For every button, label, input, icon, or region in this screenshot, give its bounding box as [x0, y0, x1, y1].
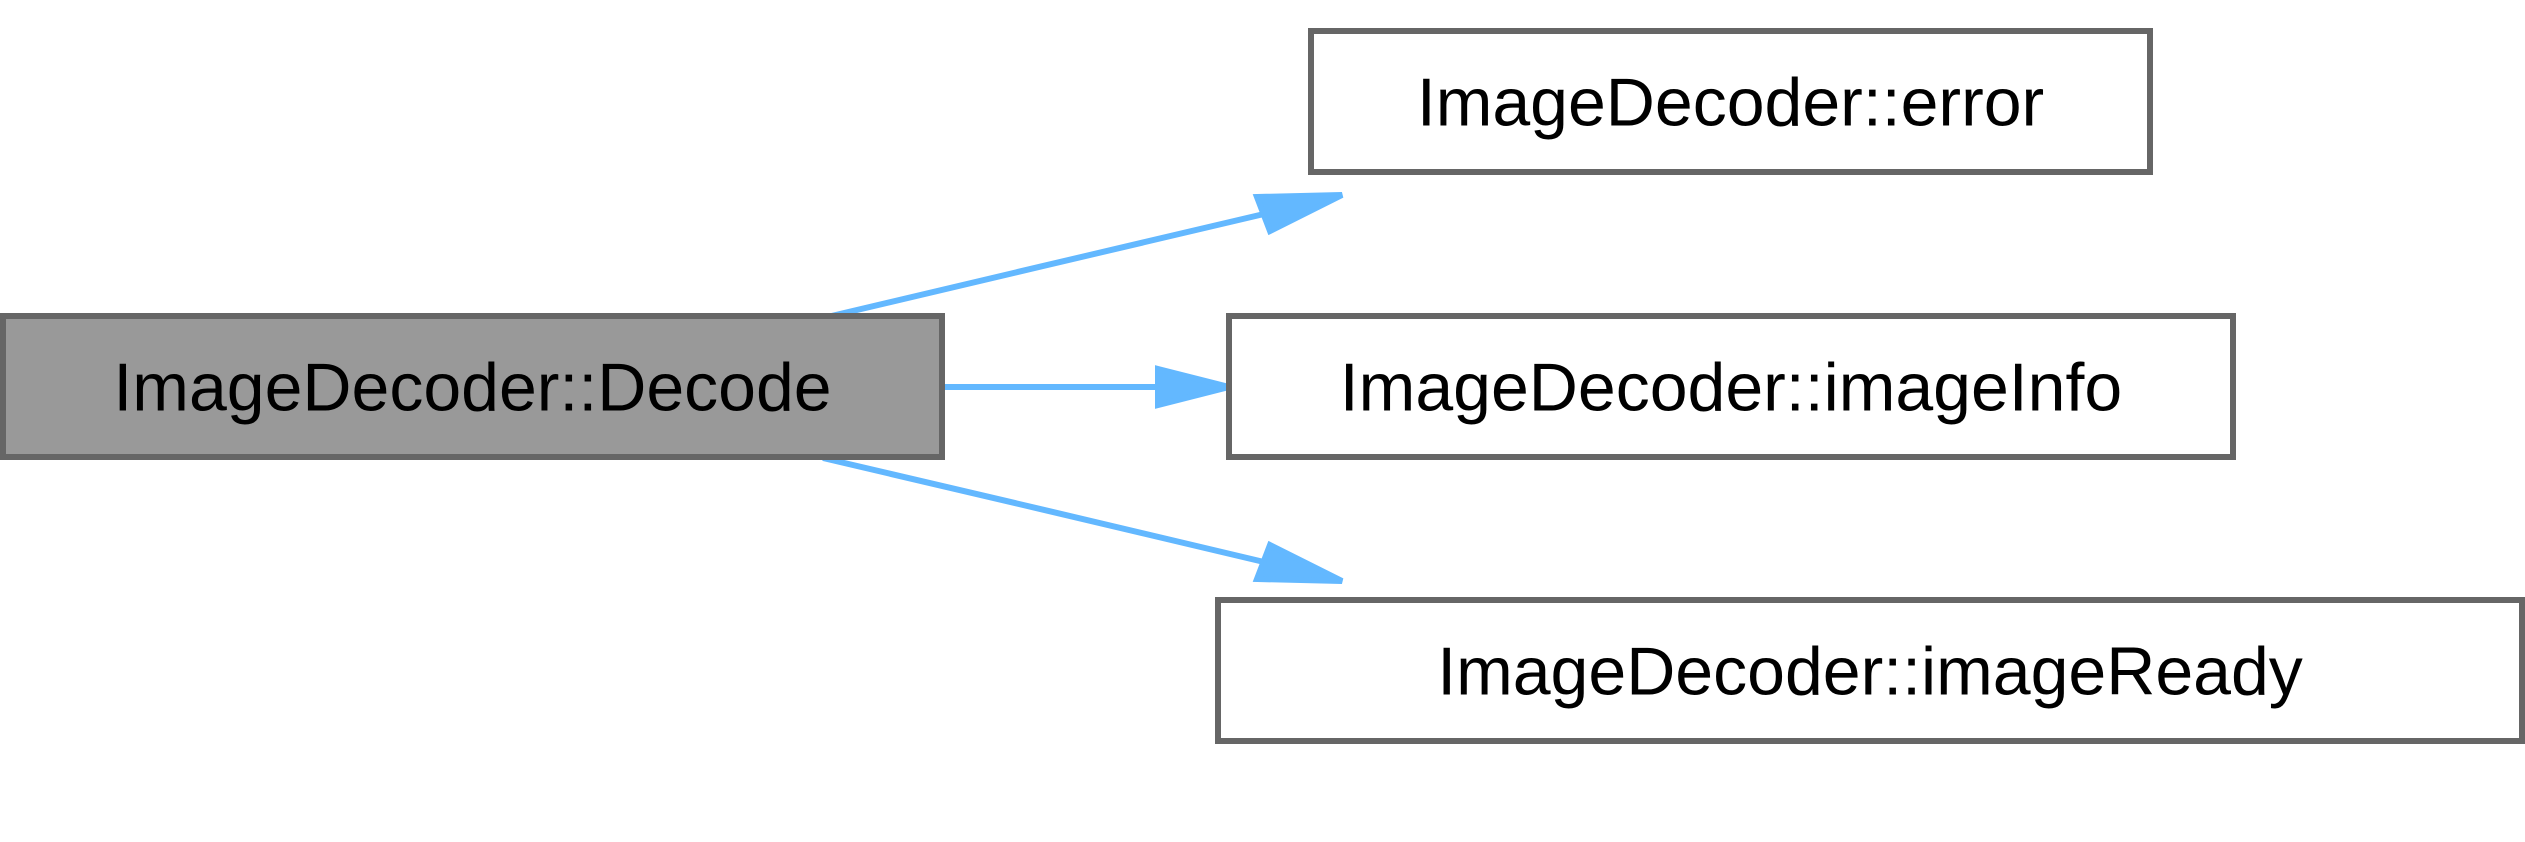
node-error[interactable]: ImageDecoder::error [1308, 28, 2153, 175]
node-imageready[interactable]: ImageDecoder::imageReady [1215, 597, 2525, 744]
node-decode-label: ImageDecoder::Decode [113, 350, 831, 426]
node-imageinfo[interactable]: ImageDecoder::imageInfo [1226, 313, 2236, 460]
node-imageready-label[interactable]: ImageDecoder::imageReady [1437, 634, 2303, 710]
edge-decode-to-imageready [822, 455, 1344, 584]
edge-decode-to-error [822, 192, 1344, 321]
edge-decode-to-imageinfo [942, 365, 1230, 409]
node-error-label[interactable]: ImageDecoder::error [1417, 65, 2044, 141]
node-imageinfo-label[interactable]: ImageDecoder::imageInfo [1340, 350, 2122, 426]
node-decode: ImageDecoder::Decode [0, 313, 945, 460]
